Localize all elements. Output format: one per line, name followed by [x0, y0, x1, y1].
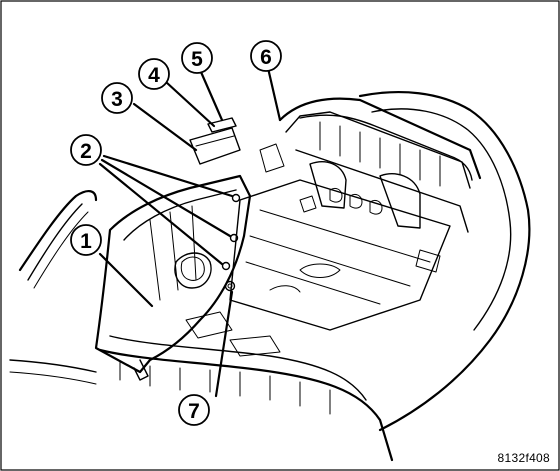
callout-7: 7 [178, 394, 210, 426]
callout-7-label: 7 [188, 400, 200, 423]
leader-2c [98, 162, 224, 266]
leader-2a [102, 154, 234, 198]
leader-1 [98, 252, 154, 308]
leader-4 [164, 80, 216, 128]
callout-1: 1 [70, 224, 102, 256]
callout-4: 4 [138, 58, 170, 90]
callout-1-label: 1 [80, 230, 92, 253]
leader-7 [214, 290, 234, 398]
figure-id: 8132f408 [497, 451, 550, 465]
leader-2b [100, 158, 232, 238]
callout-5: 5 [181, 42, 213, 74]
callout-2: 2 [70, 134, 102, 166]
callout-6: 6 [250, 40, 282, 72]
callout-3-label: 3 [111, 88, 123, 111]
callout-5-label: 5 [191, 48, 203, 71]
leader-5 [199, 70, 224, 122]
callout-3: 3 [101, 82, 133, 114]
leader-6 [266, 66, 282, 122]
leader-lines [98, 66, 282, 398]
callout-4-label: 4 [148, 64, 160, 87]
leader-3 [132, 102, 198, 152]
callout-2-label: 2 [80, 140, 92, 163]
callout-6-label: 6 [260, 46, 272, 69]
